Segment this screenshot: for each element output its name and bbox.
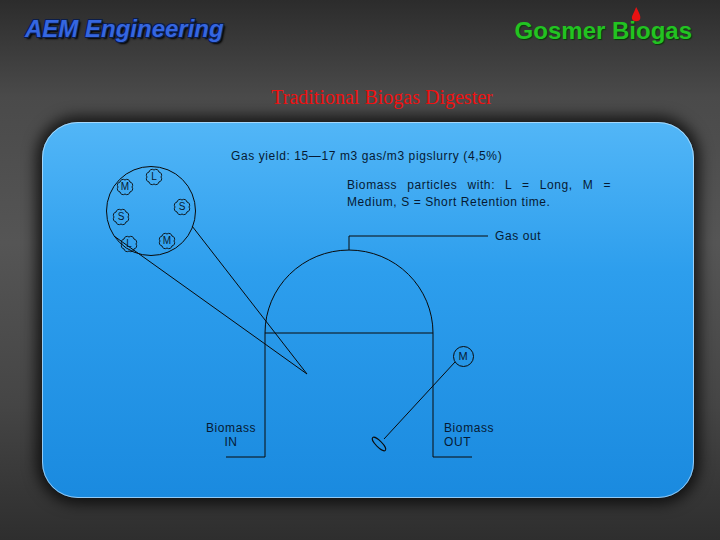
magnifier-line <box>192 226 307 374</box>
particle-letter: L <box>126 239 132 249</box>
particle-note: Biomass particles with: L = Long, M = Me… <box>347 177 611 211</box>
particle-outline <box>117 179 132 194</box>
particle-letter: S <box>118 212 125 222</box>
gas-yield-note: Gas yield: 15—17 m3 gas/m3 pigslurry (4,… <box>231 148 576 165</box>
gas-pipe <box>349 236 488 250</box>
biomass-particle: S <box>172 197 192 217</box>
particle-letter: M <box>121 182 129 192</box>
biomass-particle: L <box>144 167 164 187</box>
particle-outline <box>113 209 128 224</box>
particle-letter: M <box>163 236 171 246</box>
pipe-label: Biomass IN <box>200 421 262 449</box>
tank-wall <box>265 333 266 457</box>
biomass-particle: M <box>157 231 177 251</box>
magnifier-circle: M L S S L M <box>106 166 196 256</box>
tank-wall <box>433 333 434 457</box>
particle-outline <box>174 199 189 214</box>
company-logo: Gosmer Biogas <box>470 17 692 45</box>
digester-panel: Gas yield: 15—17 m3 gas/m3 pigslurry (4,… <box>42 122 694 498</box>
pipe-label: Biomass OUT <box>444 421 502 449</box>
digester-lines <box>114 226 488 457</box>
dome-base <box>265 333 433 334</box>
motor-outline <box>453 346 473 366</box>
outlet-pipe <box>433 457 472 458</box>
company-logo: AEM Engineering <box>25 15 224 43</box>
particle-outline <box>159 233 174 248</box>
pipe-label: Gas out <box>495 229 541 243</box>
motor-letter: M <box>458 351 467 362</box>
particle-letter: S <box>179 202 186 212</box>
digester-dome <box>265 250 433 333</box>
particle-outline <box>146 169 161 184</box>
stirrer-blade <box>371 436 388 453</box>
diagram-title: Traditional Biogas Digester <box>44 86 720 109</box>
biomass-particle: M <box>115 177 135 197</box>
magnifier-line <box>114 236 307 374</box>
inlet-pipe <box>226 457 265 458</box>
particle-letter: L <box>151 172 157 182</box>
biomass-particle: S <box>111 207 131 227</box>
circle-outline <box>107 167 196 256</box>
particle-outline <box>121 236 136 251</box>
biomass-particle: L <box>119 234 139 254</box>
motor-symbol: M <box>453 346 474 367</box>
